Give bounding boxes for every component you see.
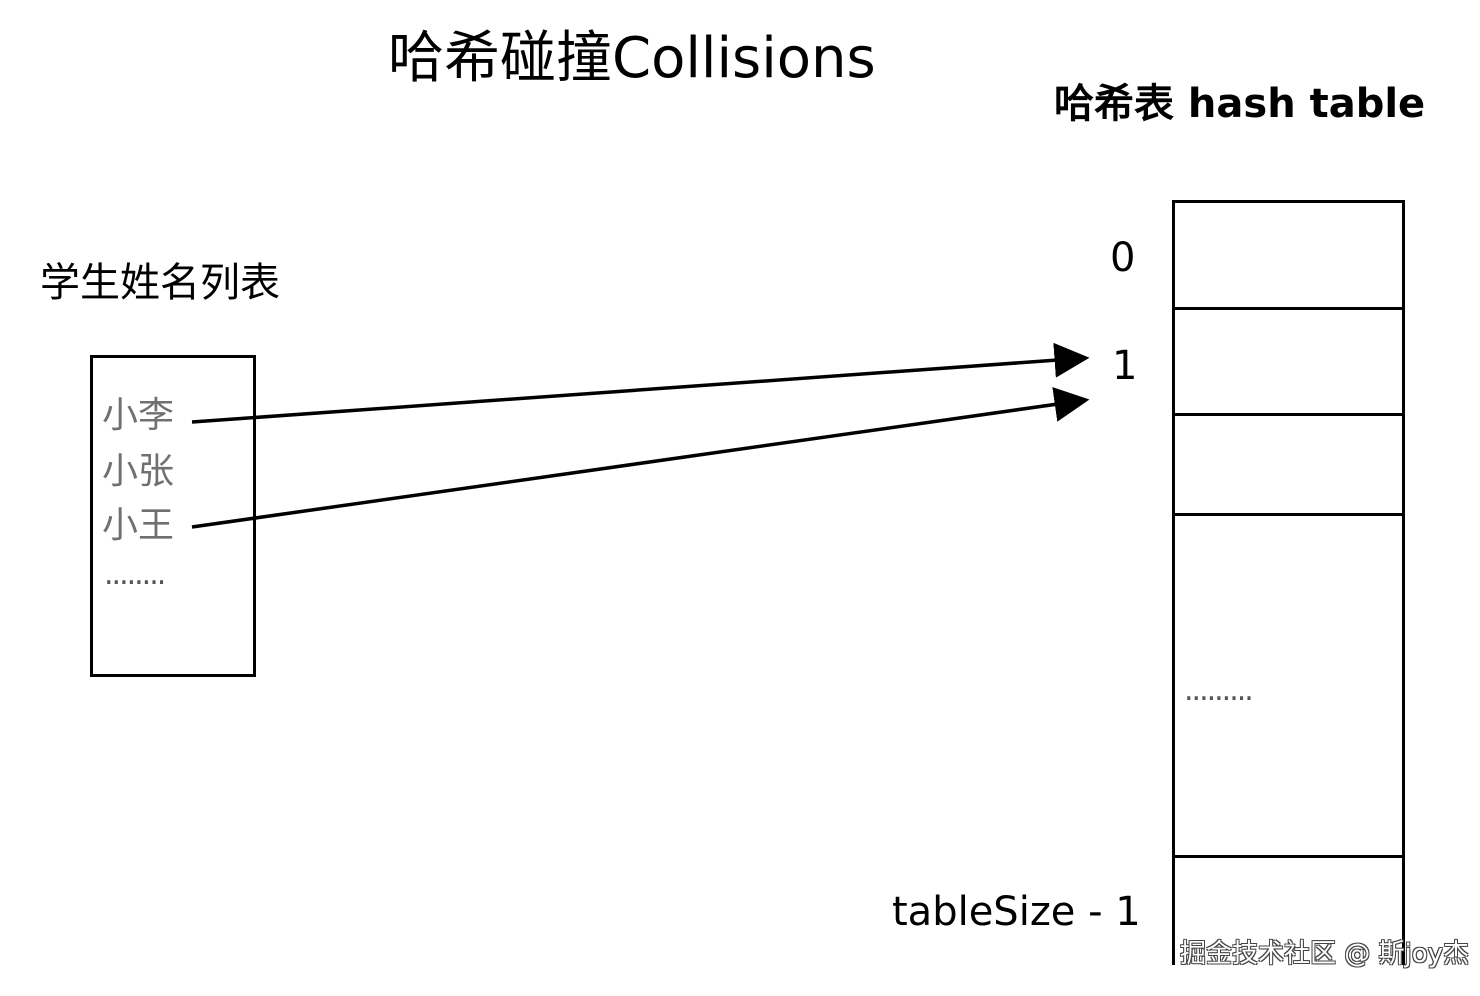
student-item-xiaoli: 小李: [102, 395, 175, 436]
hash-slot-divider: [1172, 513, 1405, 516]
hash-slot-divider: [1172, 855, 1405, 858]
hash-slot-divider: [1172, 413, 1405, 416]
student-list-box: [90, 355, 256, 677]
hash-table-ellipsis: .........: [1184, 673, 1254, 708]
arrow-xiaoli-to-1: [191, 342, 1090, 424]
hash-table-box: [1172, 200, 1405, 965]
hash-slot-divider: [1172, 307, 1405, 310]
student-item-xiaowang: 小王: [102, 505, 175, 546]
watermark: 掘金技术社区 @ 斯joy杰: [1180, 939, 1470, 969]
hash-table-title: 哈希表 hash table: [1054, 81, 1426, 127]
arrow-xiaowang-to-1: [191, 387, 1090, 529]
student-list-title: 学生姓名列表: [40, 260, 280, 306]
diagram-title: 哈希碰撞Collisions: [388, 26, 876, 91]
hash-index-0: 0: [1110, 235, 1136, 281]
student-item-xiaozhang: 小张: [102, 451, 175, 492]
student-list-ellipsis: ........: [104, 557, 166, 592]
hash-index-last: tableSize - 1: [892, 889, 1141, 935]
hash-index-1: 1: [1112, 343, 1138, 389]
